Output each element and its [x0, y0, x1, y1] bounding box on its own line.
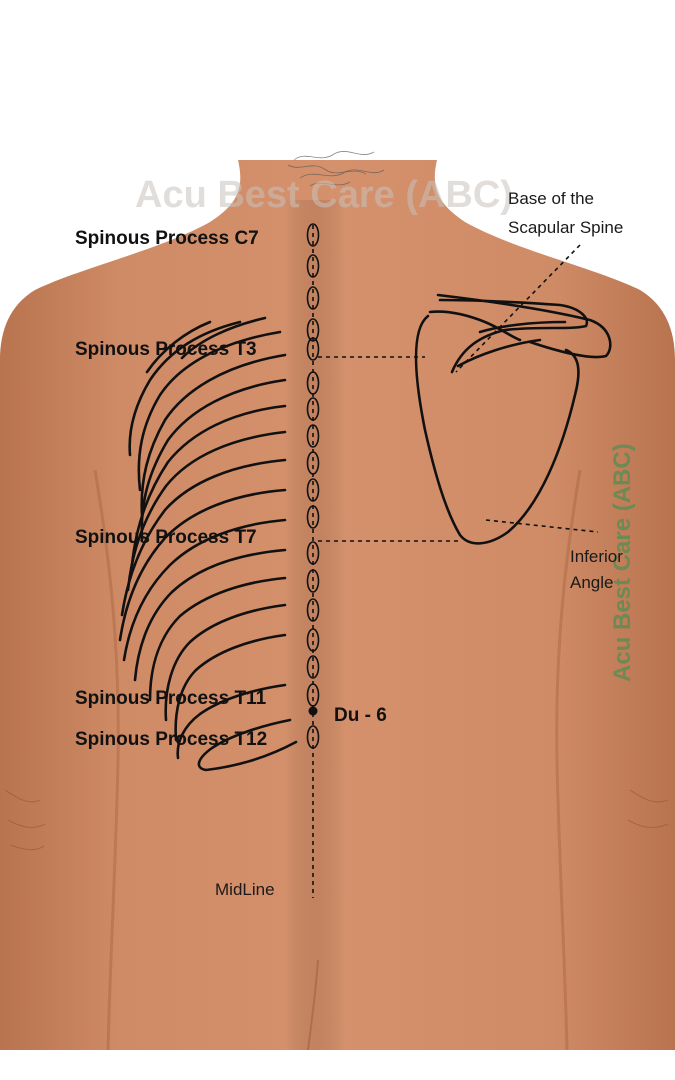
inferior-angle-pointer	[485, 519, 599, 533]
label-midline: MidLine	[215, 880, 275, 899]
scapular-spine-pointer	[455, 244, 581, 373]
label-c7: Spinous Process C7	[75, 228, 259, 249]
du6-point	[308, 706, 318, 716]
right-arm-crease	[555, 469, 582, 1051]
label-inferior-angle-1: Inferior	[570, 547, 623, 566]
watermark-vertical: Acu Best Care (ABC)	[609, 443, 636, 682]
rib-cage	[118, 316, 298, 772]
spine-shadow	[285, 200, 345, 1050]
label-t11: Spinous Process T11	[75, 688, 267, 709]
buttock-crease	[307, 959, 319, 1051]
label-t3: Spinous Process T3	[75, 339, 257, 360]
label-scapular-spine-1: Base of the	[508, 189, 594, 208]
label-du6: Du - 6	[334, 705, 387, 726]
label-t7: Spinous Process T7	[75, 527, 257, 548]
scapula	[414, 293, 612, 545]
right-elbow-lines	[627, 789, 669, 828]
label-inferior-angle-2: Angle	[570, 573, 613, 592]
label-t12: Spinous Process T12	[75, 729, 267, 750]
watermark-horizontal: Acu Best Care (ABC)	[135, 174, 513, 216]
left-elbow-lines	[4, 789, 46, 851]
label-scapular-spine-2: Scapular Spine	[508, 218, 623, 237]
left-arm-crease	[93, 469, 120, 1051]
hair-strands	[287, 151, 385, 187]
